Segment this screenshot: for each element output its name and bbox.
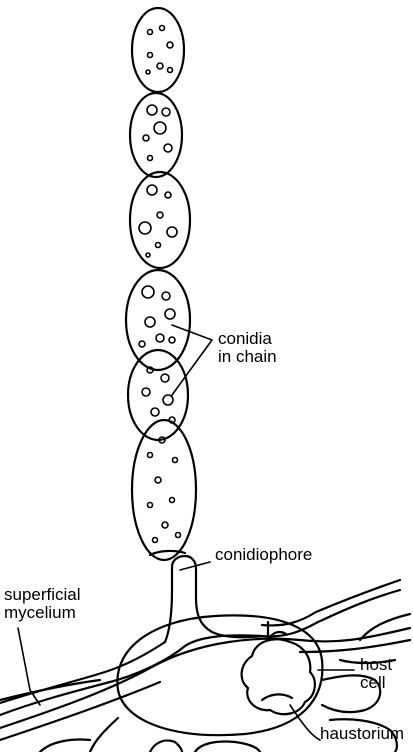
conidia-leader-lower [172, 340, 212, 395]
conidiophore-stalk [150, 551, 268, 642]
label-haustorium: haustorium [320, 725, 404, 743]
haustorium [242, 632, 315, 714]
label-host-cell: host cell [360, 656, 392, 692]
conidia-leader-upper [172, 325, 212, 340]
conidium [126, 270, 190, 370]
label-superficial-mycelium: superficial mycelium [4, 586, 81, 622]
leader-lines [18, 325, 354, 740]
conidium [130, 172, 190, 268]
conidia-chain [126, 8, 196, 560]
label-conidiophore: conidiophore [215, 546, 312, 564]
label-conidia-in-chain: conidia in chain [218, 330, 277, 366]
conidium [130, 93, 182, 177]
conidium [132, 8, 184, 92]
conidia-spots [139, 26, 181, 543]
